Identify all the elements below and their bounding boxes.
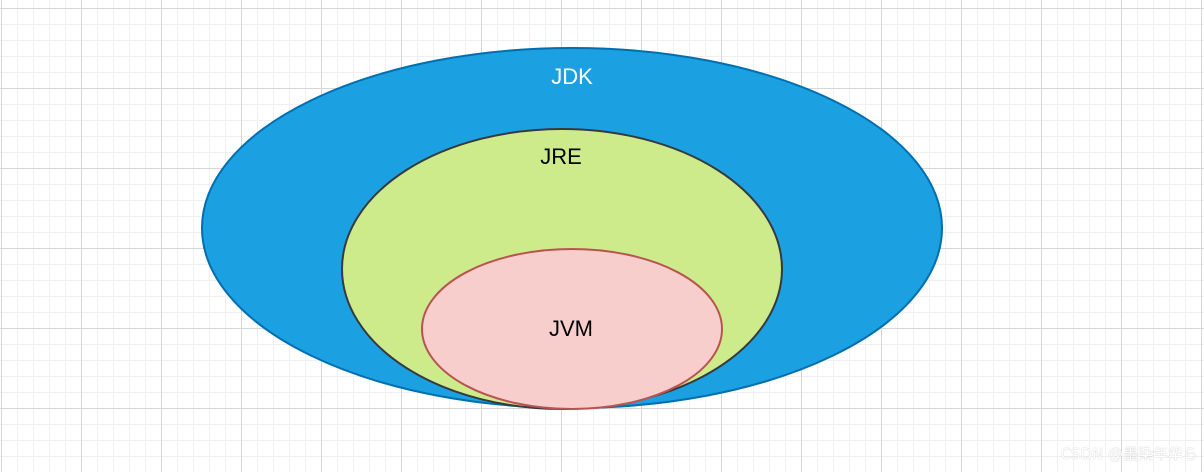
csdn-watermark: CSDN @墨染年华ら — [1060, 445, 1198, 463]
jvm-label: JVM — [549, 316, 593, 341]
jdk-label: JDK — [551, 64, 593, 89]
jvm-ellipse — [421, 248, 723, 410]
jre-label: JRE — [540, 144, 582, 169]
jvm-node: JVM — [421, 248, 723, 410]
